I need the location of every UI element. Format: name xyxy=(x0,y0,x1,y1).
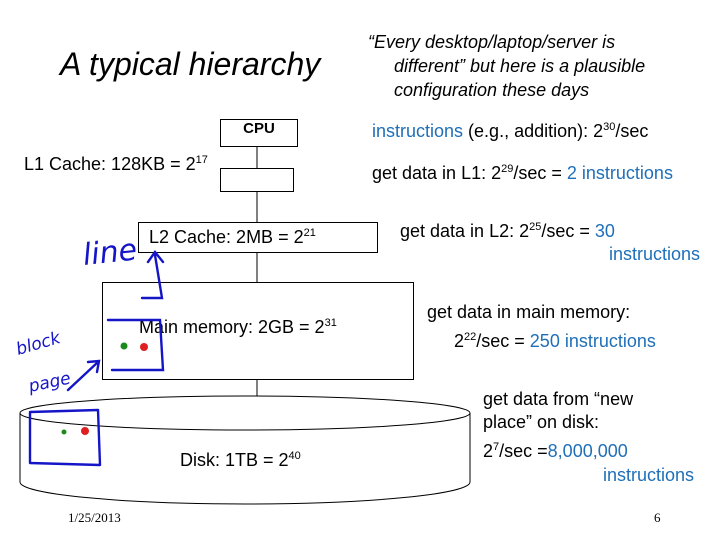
l2-cache-box: L2 Cache: 2MB = 221 xyxy=(138,222,378,253)
quote-line-2: different” but here is a plausible xyxy=(394,56,646,76)
rate-main-line2: 222/sec = 250 instructions xyxy=(454,331,656,351)
rate-l2-instructions: instructions xyxy=(609,244,701,264)
ink-text-line: line xyxy=(81,232,139,272)
footer-page-number: 6 xyxy=(654,510,661,525)
ink-arrow-l2 xyxy=(140,249,165,300)
l2-cache-label: L2 Cache: 2MB = 221 xyxy=(149,227,316,247)
green-dot-disk xyxy=(61,429,67,435)
ink-bracket-disk xyxy=(28,408,102,467)
quote-line-1: “Every desktop/laptop/server is xyxy=(368,32,616,52)
green-dot-main xyxy=(120,342,128,350)
rate-disk-line1: get data from “new xyxy=(483,389,634,409)
ink-arrow-main xyxy=(66,359,101,392)
rate-l1: get data in L1: 229/sec = 2 instructions xyxy=(372,163,673,183)
rate-main-line1: get data in main memory: xyxy=(427,302,631,322)
rate-disk-instructions: instructions xyxy=(603,465,695,485)
quote-block: “Every desktop/laptop/server is differen… xyxy=(368,30,708,102)
footer-date: 1/25/2013 xyxy=(68,510,121,525)
rate-l2: get data in L2: 225/sec = 30 xyxy=(400,221,615,241)
main-memory-label: Main memory: 2GB = 231 xyxy=(139,317,337,337)
ink-text-page: page xyxy=(26,368,73,397)
l1-cache-label: L1 Cache: 128KB = 217 xyxy=(24,154,208,174)
disk-label: Disk: 1TB = 240 xyxy=(180,450,301,470)
rate-disk-line3: 27/sec =8,000,000 xyxy=(483,441,628,461)
cpu-box: CPU xyxy=(220,119,298,147)
quote-line-3: configuration these days xyxy=(394,80,590,100)
rate-instructions: instructions (e.g., addition): 230/sec xyxy=(372,121,649,141)
ink-text-block: block xyxy=(14,328,64,360)
red-dot-disk xyxy=(81,427,89,435)
ink-bracket-main xyxy=(106,318,165,372)
slide-title: A typical hierarchy xyxy=(60,46,321,82)
rate-disk-line2: place” on disk: xyxy=(483,412,600,432)
l1-cache-box xyxy=(220,168,294,192)
red-dot-main xyxy=(140,343,148,351)
cpu-label: CPU xyxy=(243,120,275,137)
